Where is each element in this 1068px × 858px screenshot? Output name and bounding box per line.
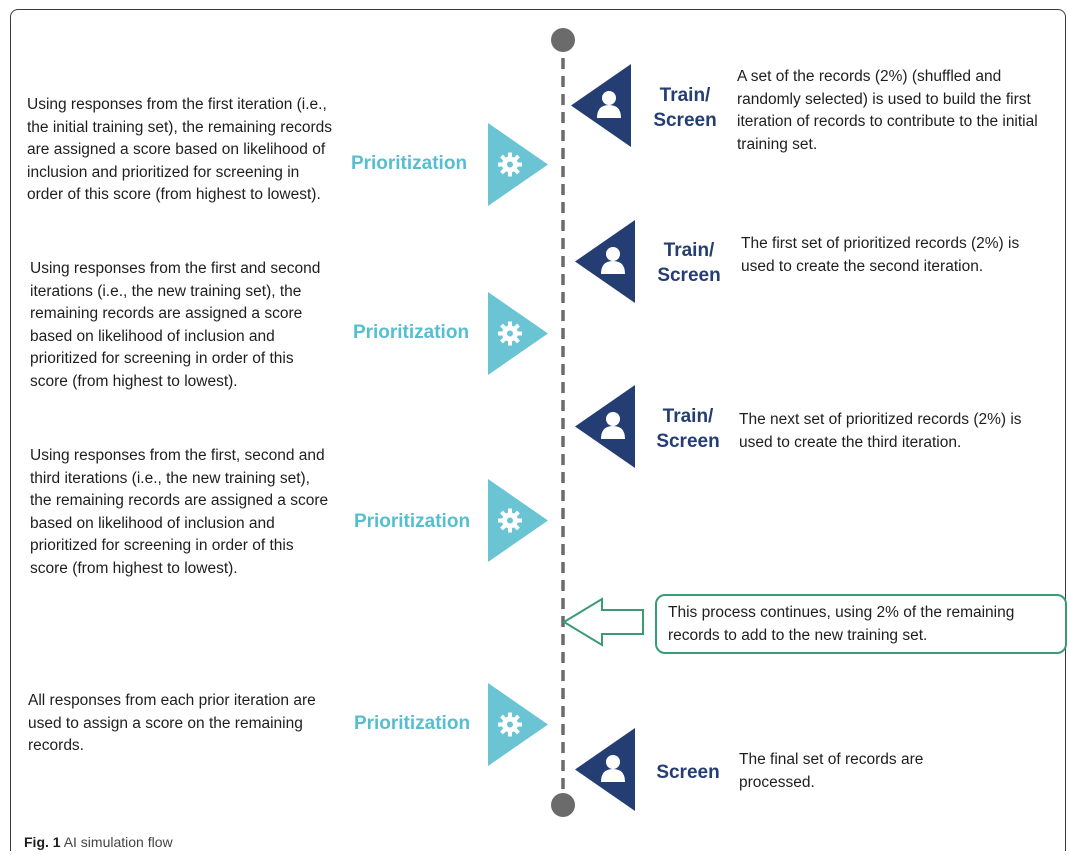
figure-frame	[10, 9, 1066, 851]
train-description-3: The next set of prioritized records (2%)…	[739, 411, 1022, 451]
caption-text: AI simulation flow	[63, 834, 173, 850]
figure-caption: Fig. 1 AI simulation flow	[24, 834, 173, 850]
train-screen-marker	[575, 385, 635, 468]
train-screen-marker	[571, 64, 631, 147]
train-screen-label-2: Train/Screen	[657, 240, 721, 286]
train-description-1: A set of the records (2%) (shuffled and …	[737, 68, 1038, 153]
prioritization-label-1: Prioritization	[350, 153, 468, 174]
train-description-2: The first set of prioritized records (2%…	[741, 235, 1020, 275]
train-screen-marker	[575, 220, 635, 303]
prioritization-marker	[488, 479, 548, 562]
prioritization-marker	[488, 683, 548, 766]
arrow-left-icon	[562, 597, 644, 647]
person-icon	[601, 247, 625, 274]
process-continues-note: This process continues, using 2% of the …	[655, 594, 1067, 654]
prioritization-description-3: Using responses from the first, second a…	[30, 447, 329, 577]
screen-label: Screen	[656, 762, 720, 783]
caption-label: Fig. 1	[24, 834, 61, 850]
prioritization-label-2: Prioritization	[352, 322, 470, 343]
gear-icon	[498, 712, 522, 737]
train-screen-label-3: Train/Screen	[656, 406, 720, 452]
screen-description: The final set of records are processed.	[739, 751, 924, 791]
prioritization-label-3: Prioritization	[353, 511, 471, 532]
prioritization-description-4: All responses from each prior iteration …	[28, 692, 316, 755]
prioritization-label-4: Prioritization	[353, 713, 471, 734]
person-icon	[601, 412, 625, 439]
gear-icon	[498, 321, 522, 346]
prioritization-marker	[488, 292, 548, 375]
screen-marker	[575, 728, 635, 811]
prioritization-description-1: Using responses from the first iteration…	[27, 96, 332, 204]
timeline-end-dot	[551, 793, 575, 817]
timeline-start-dot	[551, 28, 575, 52]
prioritization-description-2: Using responses from the first and secon…	[30, 260, 321, 390]
gear-icon	[498, 152, 522, 177]
prioritization-marker	[488, 123, 548, 206]
train-screen-label-1: Train/Screen	[653, 85, 717, 131]
person-icon	[597, 91, 621, 118]
person-icon	[601, 755, 625, 782]
gear-icon	[498, 508, 522, 533]
